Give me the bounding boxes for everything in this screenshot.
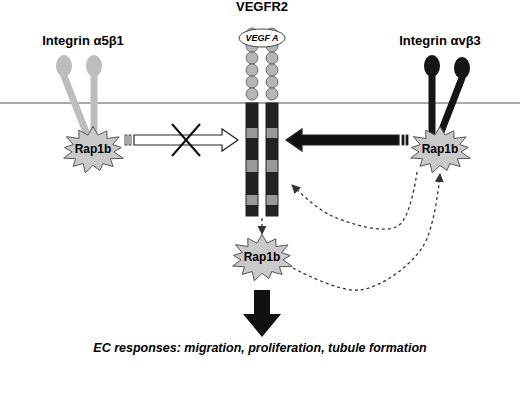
- receptor-domain: [266, 52, 278, 64]
- integrin: Integrin α5β1: [28, 34, 138, 134]
- receptor-segment: [266, 195, 278, 205]
- integrin-head: [86, 55, 102, 77]
- arrow-tail: [406, 135, 408, 145]
- receptor-segment: [246, 138, 258, 160]
- receptor-segment: [246, 103, 258, 128]
- dashed-arrow: [261, 218, 262, 234]
- arrow-tail: [402, 135, 404, 145]
- block-arrow: [286, 129, 399, 151]
- star-outline: [233, 234, 293, 280]
- dashed-arrow: [292, 172, 417, 229]
- integrin-head: [454, 57, 470, 79]
- receptor-segment: [246, 172, 258, 195]
- receptor-domain: [266, 88, 278, 100]
- star-outline: [64, 126, 124, 172]
- node-shape: [28, 34, 138, 134]
- receptor-domain: [266, 64, 278, 76]
- cross-mark: [172, 124, 200, 156]
- node-label: Integrin αvβ3: [399, 34, 481, 49]
- receptor-segment: [246, 205, 258, 216]
- response-caption: EC responses: migration, proliferation, …: [0, 341, 520, 355]
- receptor-domain: [246, 52, 258, 64]
- receptor-tail: [266, 103, 278, 216]
- node-label: Integrin α5β1: [42, 34, 124, 49]
- node-shape: [385, 34, 495, 134]
- integrin-head: [56, 55, 72, 77]
- integrin-head: [424, 55, 440, 77]
- receptor-segment: [246, 160, 258, 172]
- dashed-arrow: [293, 174, 440, 290]
- rap1b-star: Rap1b: [60, 126, 126, 174]
- receptor-segment: [266, 128, 278, 138]
- integrin-stem: [441, 78, 462, 132]
- integrin: Integrin αvβ3: [385, 34, 495, 134]
- rap1b-star: Rap1b: [229, 234, 295, 282]
- rap1b-star: Rap1b: [407, 126, 473, 174]
- receptor-domain: [246, 64, 258, 76]
- receptor-domain: [246, 76, 258, 88]
- ligand-outline: [239, 29, 285, 47]
- node-label: Rap1b: [75, 143, 112, 157]
- cross-mark: [172, 124, 200, 156]
- node-label: Rap1b: [244, 251, 281, 265]
- receptor-segment: [266, 205, 278, 216]
- receptor-tail: [246, 103, 258, 216]
- star-outline: [411, 126, 471, 172]
- block-arrow: [134, 129, 238, 151]
- receptor-domain: [266, 76, 278, 88]
- integrin-stem: [429, 76, 436, 132]
- node-label: Rap1b: [422, 143, 459, 157]
- integrin-stem: [64, 76, 86, 132]
- receptor-domain: [246, 88, 258, 100]
- response-arrow: [243, 290, 281, 337]
- receptor: VEGFR2VEGF A: [232, 0, 292, 218]
- receptor-segment: [266, 172, 278, 195]
- node-label: VEGF A: [245, 33, 278, 43]
- receptor-segment: [266, 103, 278, 128]
- receptor-segment: [266, 138, 278, 160]
- arrow-tail: [125, 135, 127, 145]
- ligand-ellipse: VEGF A: [238, 28, 286, 48]
- integrin-stem: [91, 76, 98, 132]
- node-label: VEGFR2: [236, 0, 288, 15]
- receptor-segment: [266, 160, 278, 172]
- receptor-segment: [246, 128, 258, 138]
- arrow-tail: [129, 135, 131, 145]
- receptor-segment: [246, 195, 258, 205]
